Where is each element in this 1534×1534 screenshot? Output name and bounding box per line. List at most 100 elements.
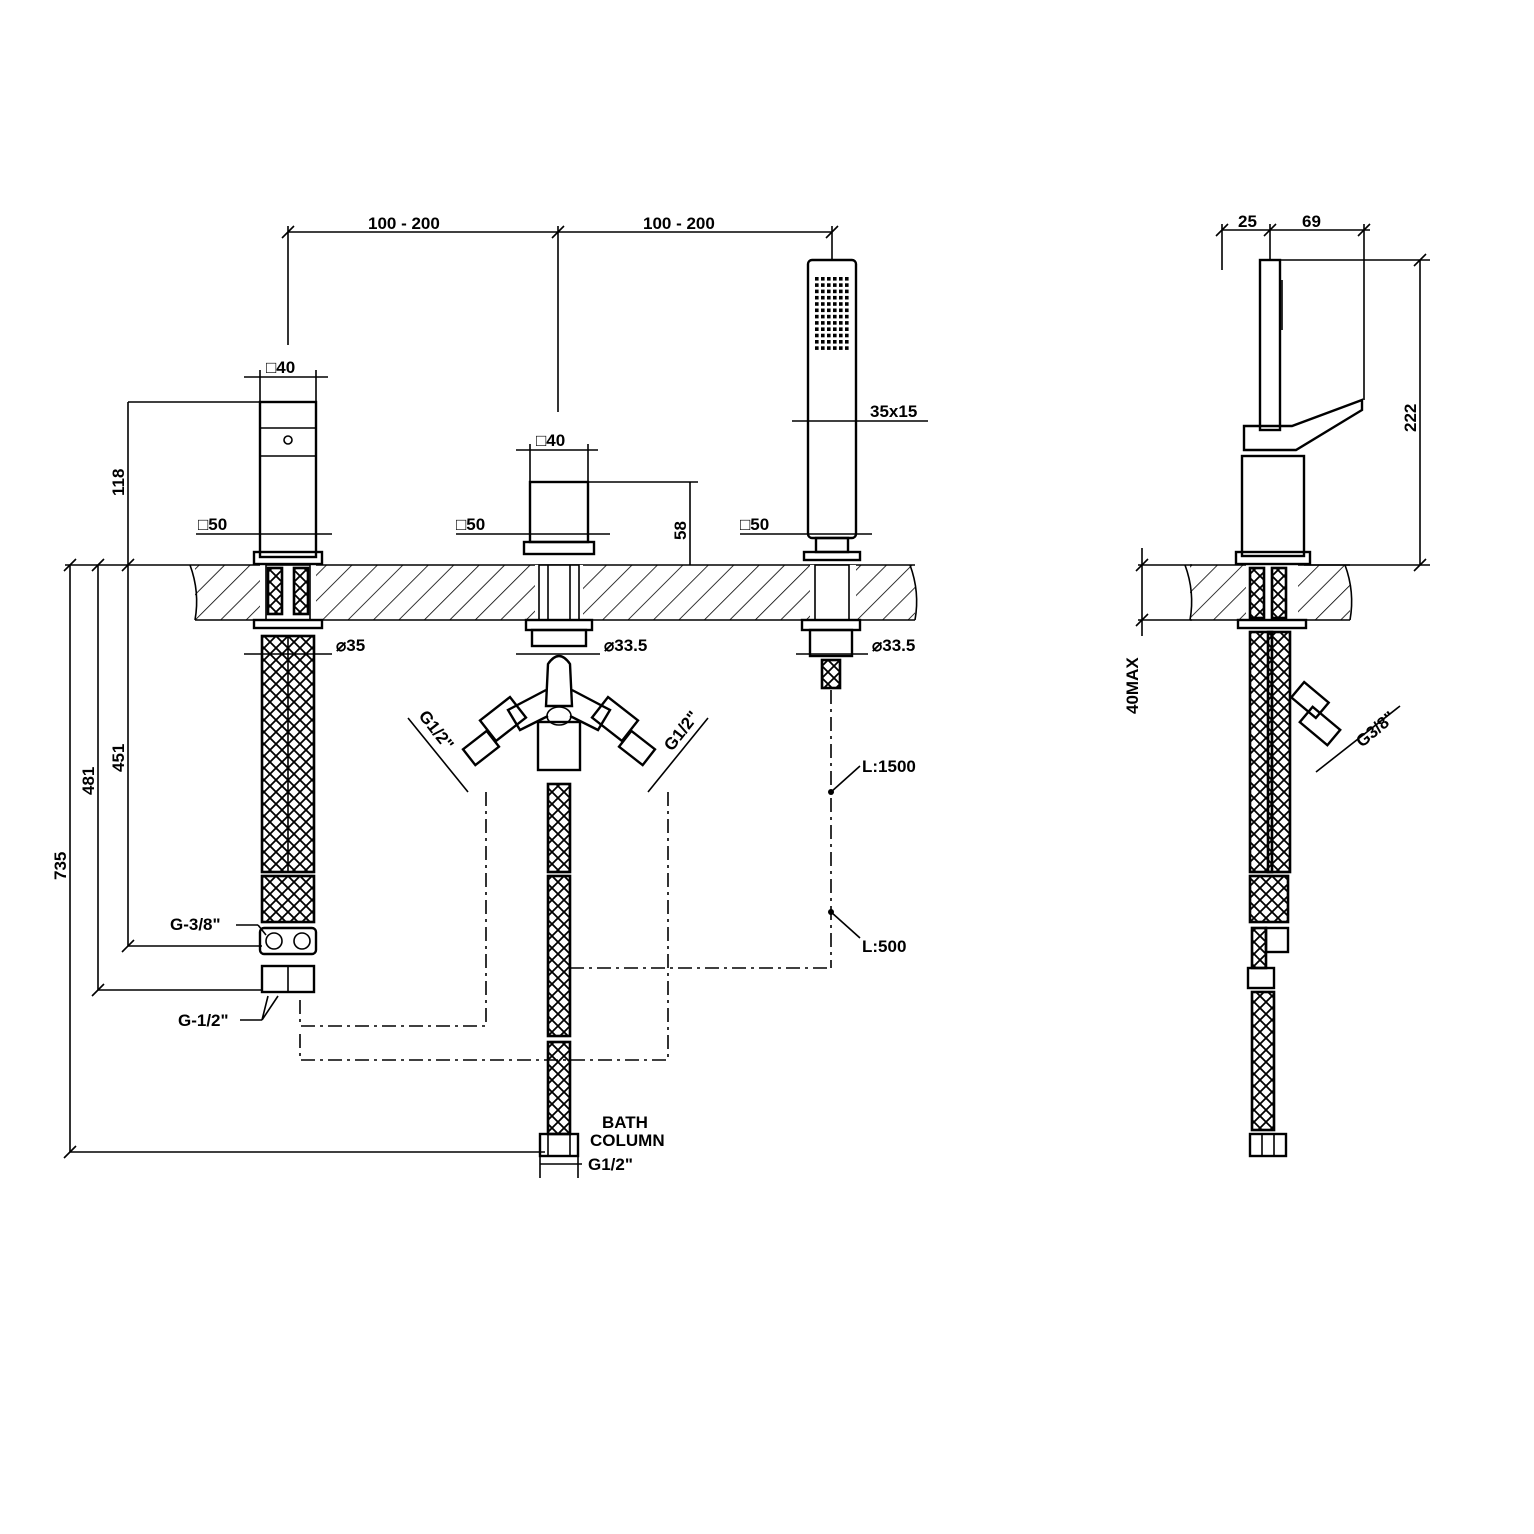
nozzle-dot bbox=[815, 340, 819, 344]
spacing-left-label: 100 - 200 bbox=[368, 214, 440, 233]
hand-shower: 35x15 □50 ⌀33.5 L:1500 L:500 bbox=[740, 258, 928, 968]
nozzle-dot bbox=[815, 327, 819, 331]
nozzle-dot bbox=[815, 283, 819, 287]
nozzle-dot bbox=[845, 308, 849, 313]
nozzle-dot bbox=[839, 321, 843, 325]
spout-hole-label: ⌀35 bbox=[336, 636, 365, 655]
nozzle-dot bbox=[833, 295, 837, 300]
nozzle-dot bbox=[815, 333, 819, 338]
nozzle-dot bbox=[821, 283, 825, 287]
nozzle-dot bbox=[845, 277, 849, 281]
nozzle-dot bbox=[845, 289, 849, 294]
nozzle-dot bbox=[839, 340, 843, 344]
nozzle-dot bbox=[833, 283, 837, 287]
nozzle-dot bbox=[821, 308, 825, 313]
nozzle-dot bbox=[833, 302, 837, 306]
nozzle-dot bbox=[827, 302, 831, 306]
nozzle-dot bbox=[833, 333, 837, 338]
nozzle-dot bbox=[827, 289, 831, 294]
nozzle-dot bbox=[821, 327, 825, 331]
nozzle-dot bbox=[845, 302, 849, 306]
nozzle-dot bbox=[821, 289, 825, 294]
dim-735-label: 735 bbox=[51, 852, 70, 880]
nozzle-dot bbox=[839, 302, 843, 306]
nozzle-dot bbox=[839, 333, 843, 338]
diverter-height-label: 58 bbox=[671, 521, 690, 540]
nozzle-dot bbox=[839, 295, 843, 300]
spout-base-label: □50 bbox=[198, 515, 227, 534]
nozzle-dot bbox=[821, 340, 825, 344]
nozzle-dot bbox=[821, 333, 825, 338]
shower-section-label: 35x15 bbox=[870, 402, 917, 421]
nozzle-dot bbox=[833, 340, 837, 344]
nozzle-dot bbox=[821, 321, 825, 325]
inlet-left-label: G1/2" bbox=[415, 707, 458, 754]
nozzle-dot bbox=[815, 321, 819, 325]
nozzle-dot bbox=[815, 289, 819, 294]
nozzle-dot bbox=[815, 302, 819, 306]
nozzle-dot bbox=[815, 314, 819, 319]
nozzle-dot bbox=[827, 327, 831, 331]
dim-451-label: 451 bbox=[109, 744, 128, 772]
nozzle-dot bbox=[827, 340, 831, 344]
nozzle-dot bbox=[827, 283, 831, 287]
nozzle-dot bbox=[821, 295, 825, 300]
nozzle-dot bbox=[827, 333, 831, 338]
spout-square-label: □40 bbox=[266, 358, 295, 377]
nozzle-dot bbox=[833, 277, 837, 281]
side-dim-69-label: 69 bbox=[1302, 212, 1321, 231]
nozzle-dot bbox=[845, 283, 849, 287]
side-conn-label: G3/8" bbox=[1352, 708, 1399, 751]
column-thread-label: G1/2" bbox=[588, 1155, 633, 1174]
conn-38-label: G-3/8" bbox=[170, 915, 221, 934]
spout-mixer: □40 118 □50 ⌀35 G-3/8" bbox=[51, 358, 545, 1159]
column-label-1: BATH bbox=[602, 1113, 648, 1132]
nozzle-dot bbox=[833, 289, 837, 294]
diverter-base-label: □50 bbox=[456, 515, 485, 534]
nozzle-dot bbox=[839, 283, 843, 287]
nozzle-dot bbox=[833, 314, 837, 319]
nozzle-dot bbox=[833, 321, 837, 325]
nozzle-dot bbox=[845, 295, 849, 300]
nozzle-dot bbox=[845, 314, 849, 319]
hose-short-label: L:500 bbox=[862, 937, 906, 956]
side-view: 25 69 222 40MAX G3/8" bbox=[1123, 212, 1430, 1158]
top-spacing-dimension: 100 - 200 100 - 200 bbox=[281, 214, 839, 412]
nozzle-dot bbox=[815, 277, 819, 281]
piping-lines bbox=[299, 792, 831, 1061]
front-view: 100 - 200 100 - 200 □40 118 □50 bbox=[51, 214, 928, 1178]
nozzle-dot bbox=[827, 277, 831, 281]
nozzle-dot bbox=[821, 346, 825, 350]
diverter-square-label: □40 bbox=[536, 431, 565, 450]
nozzle-dot bbox=[845, 333, 849, 338]
nozzle-dot bbox=[833, 327, 837, 331]
shower-nozzles bbox=[815, 277, 849, 350]
side-dim-25-label: 25 bbox=[1238, 212, 1257, 231]
nozzle-dot bbox=[815, 308, 819, 313]
deck-slab bbox=[189, 564, 918, 621]
nozzle-dot bbox=[827, 308, 831, 313]
nozzle-dot bbox=[815, 346, 819, 350]
nozzle-dot bbox=[839, 308, 843, 313]
nozzle-dot bbox=[827, 314, 831, 319]
diverter: □40 58 □50 ⌀33.5 G1/2" G1/2" bbox=[407, 431, 709, 1178]
nozzle-dot bbox=[839, 314, 843, 319]
spout-height-label: 118 bbox=[109, 469, 128, 496]
column-label-2: COLUMN bbox=[590, 1131, 665, 1150]
shower-hole-label: ⌀33.5 bbox=[872, 636, 915, 655]
nozzle-dot bbox=[845, 327, 849, 331]
nozzle-dot bbox=[815, 295, 819, 300]
conn-12-label: G-1/2" bbox=[178, 1011, 229, 1030]
dim-481-label: 481 bbox=[79, 767, 98, 795]
spacing-right-label: 100 - 200 bbox=[643, 214, 715, 233]
side-deck-max-label: 40MAX bbox=[1123, 657, 1142, 714]
nozzle-dot bbox=[845, 321, 849, 325]
nozzle-dot bbox=[821, 314, 825, 319]
diverter-hole-label: ⌀33.5 bbox=[604, 636, 647, 655]
nozzle-dot bbox=[827, 346, 831, 350]
nozzle-dot bbox=[833, 346, 837, 350]
nozzle-dot bbox=[839, 327, 843, 331]
inlet-right-label: G1/2" bbox=[660, 707, 703, 754]
nozzle-dot bbox=[821, 302, 825, 306]
